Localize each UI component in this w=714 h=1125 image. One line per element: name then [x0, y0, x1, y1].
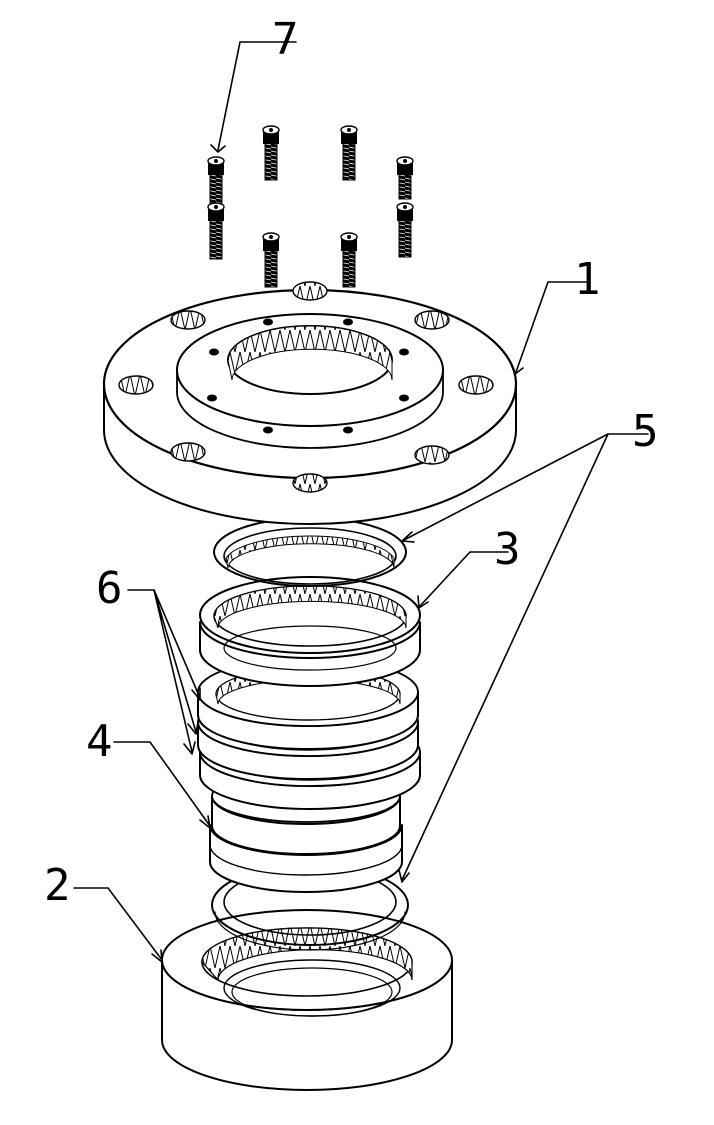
upper-flange: [102, 281, 518, 525]
bolt: [262, 125, 280, 181]
base-ring: [161, 909, 453, 1091]
bolt: [396, 202, 414, 258]
leader-6: [127, 589, 201, 753]
callout-4: 4: [86, 716, 113, 767]
leader-lines: [73, 41, 649, 963]
bolt: [340, 125, 358, 181]
callout-7: 7: [272, 14, 299, 65]
callout-labels: 7 1 5 3 6 4 2: [44, 14, 659, 911]
callout-1: 1: [574, 254, 601, 305]
socket-head-bolts: [207, 125, 414, 288]
flange-outer-holes: [118, 281, 494, 493]
callout-5: 5: [632, 406, 659, 457]
callout-2: 2: [44, 860, 71, 911]
callout-6: 6: [96, 563, 123, 614]
bolt: [207, 156, 225, 208]
bolt: [262, 232, 280, 288]
bolt: [396, 156, 414, 200]
leader-2: [73, 887, 163, 961]
leader-3: [419, 551, 509, 607]
callout-3: 3: [494, 524, 521, 575]
bolt: [340, 232, 358, 288]
leader-4: [113, 741, 211, 827]
leader-7: [217, 41, 297, 151]
leader-5: [401, 433, 649, 881]
bolt: [207, 202, 225, 260]
upper-bearing-ring: [199, 576, 421, 687]
leader-1: [515, 281, 589, 373]
upper-seal-ring: [213, 517, 407, 587]
flange-inner-holes: [207, 318, 409, 434]
